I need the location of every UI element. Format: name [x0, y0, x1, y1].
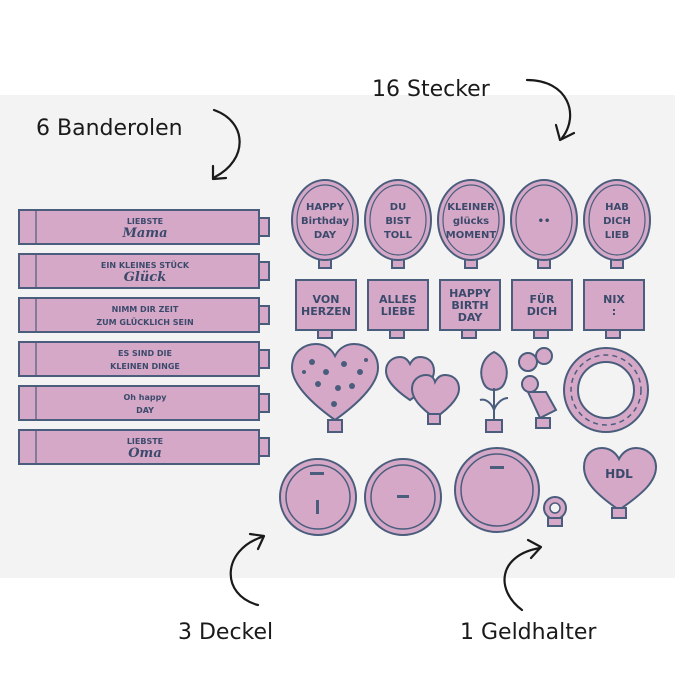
leopard-heart-stecker — [290, 342, 380, 433]
banderole-line2: Glück — [124, 270, 166, 285]
square-stecker: NIX: — [583, 279, 645, 339]
round-stecker-text: MOMENT — [446, 230, 497, 241]
label-geldhalter: 1 Geldhalter — [460, 620, 597, 645]
round-stecker: HAB DICH LIEB — [583, 179, 651, 269]
arrow-deckel — [229, 532, 266, 607]
banderole-line2: KLEINEN DINGE — [110, 362, 180, 371]
hdl-text: HDL — [605, 467, 633, 481]
banderole-line1: Oh happy — [123, 393, 167, 402]
banderole-line1: ES SIND DIE — [118, 349, 172, 358]
label-stecker: 16 Stecker — [372, 77, 490, 102]
round-stecker-text: DAY — [314, 230, 337, 241]
banderole-line2: Oma — [128, 446, 162, 461]
round-stecker-text: BIST — [385, 216, 411, 227]
bouquet-stecker — [518, 347, 558, 429]
round-stecker-text: •• — [538, 216, 551, 227]
round-stecker-text: KLEINER — [447, 202, 495, 213]
square-stecker-text: FÜR — [530, 292, 555, 306]
square-stecker-text: VON — [313, 293, 340, 306]
deckel-3 — [454, 447, 540, 533]
round-stecker-text: TOLL — [384, 230, 413, 241]
square-stecker-text: DAY — [458, 311, 484, 324]
square-stecker-text: DICH — [527, 305, 558, 318]
banderole-line2: ZUM GLÜCKLICH SEIN — [96, 317, 193, 327]
square-stecker-text: HERZEN — [301, 305, 351, 318]
banderole-line1: LIEBSTE — [127, 217, 163, 226]
geldhalter — [543, 496, 567, 527]
round-stecker-text: Birthday — [301, 216, 349, 227]
deckel-1 — [279, 458, 357, 536]
arrow-banderolen — [211, 108, 241, 181]
square-stecker-text: LIEBE — [381, 305, 416, 318]
banderole: NIMM DIR ZEIT ZUM GLÜCKLICH SEIN — [18, 297, 270, 333]
wreath-stecker — [563, 347, 649, 433]
double-heart-stecker — [384, 355, 461, 425]
square-stecker-text: BIRTH — [451, 299, 488, 312]
arrow-stecker — [525, 78, 576, 142]
banderole-line1: LIEBSTE — [127, 437, 163, 446]
deckel-2 — [364, 458, 442, 536]
round-stecker: DU BIST TOLL — [364, 179, 432, 269]
banderole-line2: Mama — [122, 226, 168, 241]
square-stecker-text: : — [612, 305, 616, 318]
round-stecker-text: DICH — [603, 216, 631, 227]
round-stecker-text: DU — [390, 202, 406, 213]
square-stecker-text: HAPPY — [449, 287, 492, 300]
square-stecker-text: ALLES — [379, 293, 417, 306]
banderole: ES SIND DIE KLEINEN DINGE — [18, 341, 270, 377]
banderole-line1: NIMM DIR ZEIT — [112, 305, 179, 314]
round-stecker-text: LIEB — [605, 230, 630, 241]
hdl-heart-stecker: HDL — [582, 446, 658, 519]
tulip-stecker — [479, 350, 509, 433]
arrow-geldhalter — [503, 538, 543, 612]
round-stecker-text: HAPPY — [306, 202, 345, 213]
round-stecker-text: glücks — [453, 216, 489, 227]
banderole-line1: EIN KLEINES STÜCK — [101, 260, 190, 270]
label-banderolen: 6 Banderolen — [36, 116, 183, 141]
round-stecker-text: HAB — [605, 202, 629, 213]
banderole-line2: DAY — [136, 406, 154, 415]
label-deckel: 3 Deckel — [178, 620, 274, 645]
square-stecker-text: NIX — [603, 293, 625, 306]
round-stecker: •• — [510, 179, 578, 269]
